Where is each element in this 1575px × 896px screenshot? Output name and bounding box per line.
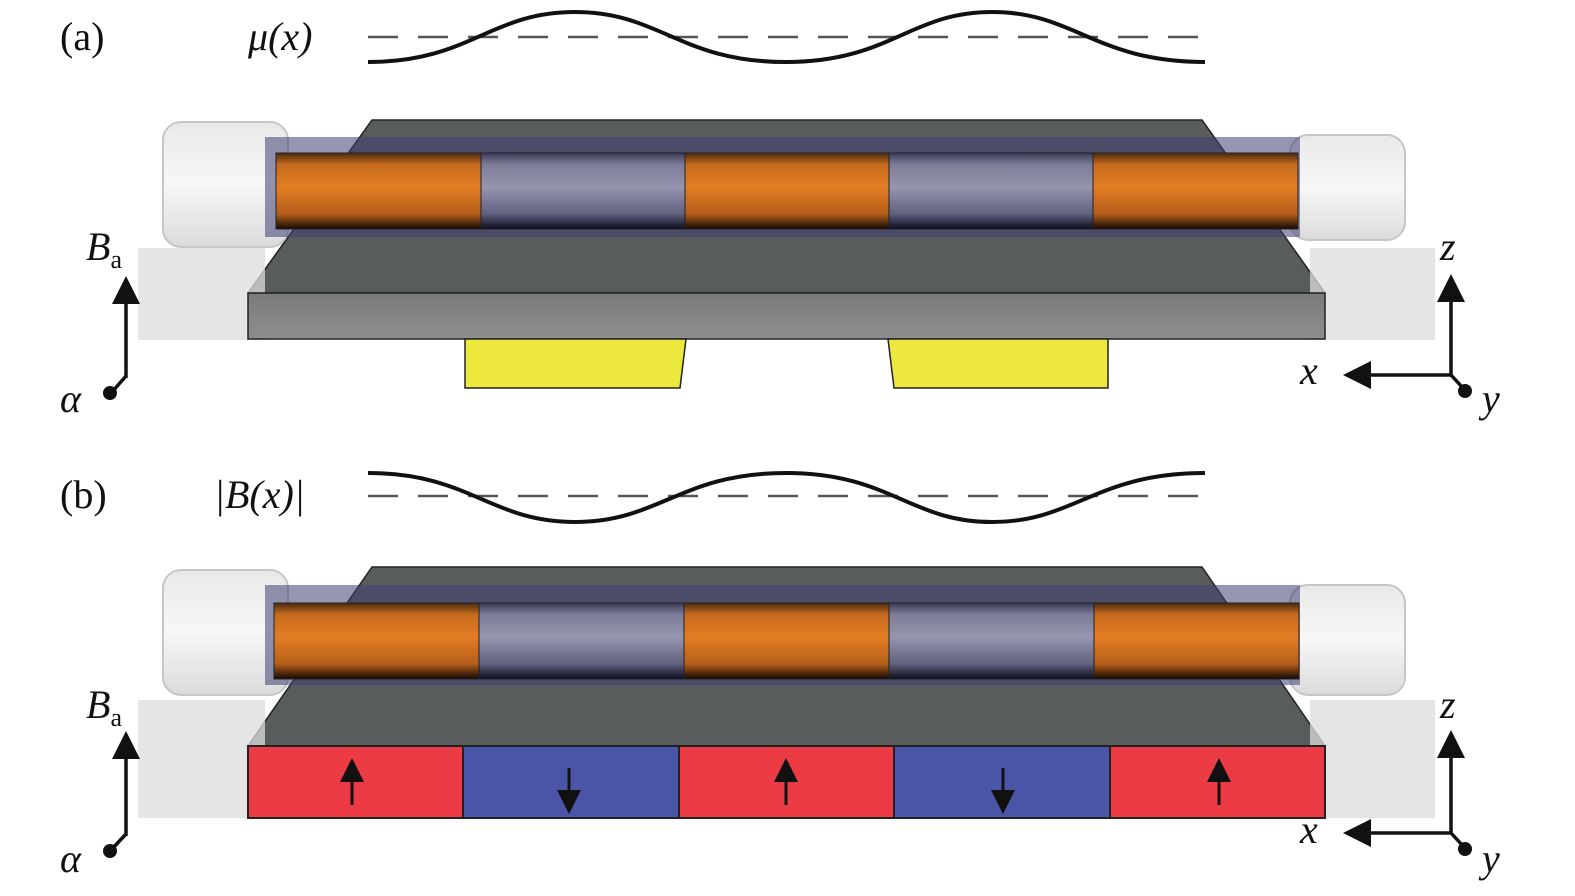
wire-segment <box>480 152 686 230</box>
glass-rail-right <box>1310 248 1435 340</box>
z-label-a: z <box>1439 224 1456 269</box>
magnet-domains <box>247 745 1326 819</box>
alpha-dot-b <box>103 844 117 858</box>
gate-left <box>464 338 687 389</box>
y-dot-b <box>1458 842 1472 856</box>
x-label-b: x <box>1299 807 1318 852</box>
nanowire-b <box>273 602 1300 680</box>
glass-rail-right <box>1310 700 1435 818</box>
panel-a: (a) μ(x) Ba α z <box>60 9 1500 421</box>
b-curve <box>367 470 1206 525</box>
b-curve-label: |B(x)| <box>214 472 305 517</box>
mu-curve <box>367 9 1206 65</box>
field-label-b: Ba <box>86 682 122 732</box>
nanowire-a <box>275 152 1299 230</box>
x-label-a: x <box>1299 348 1318 393</box>
panel-a-label: (a) <box>60 14 104 59</box>
substrate-front-face <box>247 292 1326 340</box>
wire-segment <box>888 602 1095 680</box>
wire-segment <box>683 602 890 680</box>
alpha-label-b: α <box>60 836 82 881</box>
wire-segment <box>275 152 482 230</box>
panel-b: (b) |B(x)| Ba <box>60 470 1500 881</box>
wire-segment <box>273 602 480 680</box>
mu-curve-label: μ(x) <box>247 14 312 59</box>
wire-segment <box>888 152 1094 230</box>
gate-right <box>887 338 1109 389</box>
wire-segment <box>478 602 685 680</box>
y-label-a: y <box>1478 376 1500 421</box>
wire-segment <box>1092 152 1299 230</box>
wire-segment <box>684 152 890 230</box>
magnet-domain-down <box>462 745 680 819</box>
panel-b-label: (b) <box>60 472 107 517</box>
magnet-domain-up <box>247 745 464 819</box>
field-label-a: Ba <box>86 224 122 274</box>
glass-shell-right <box>1289 134 1406 241</box>
wire-segment <box>1093 602 1300 680</box>
alpha-dot-a <box>103 386 117 400</box>
alpha-label-a: α <box>60 376 82 421</box>
y-dot-a <box>1458 384 1472 398</box>
glass-rail-left <box>138 248 265 340</box>
z-label-b: z <box>1439 682 1456 727</box>
glass-shell-right <box>1289 584 1406 696</box>
glass-rail-left <box>138 700 265 818</box>
y-label-b: y <box>1478 836 1500 881</box>
